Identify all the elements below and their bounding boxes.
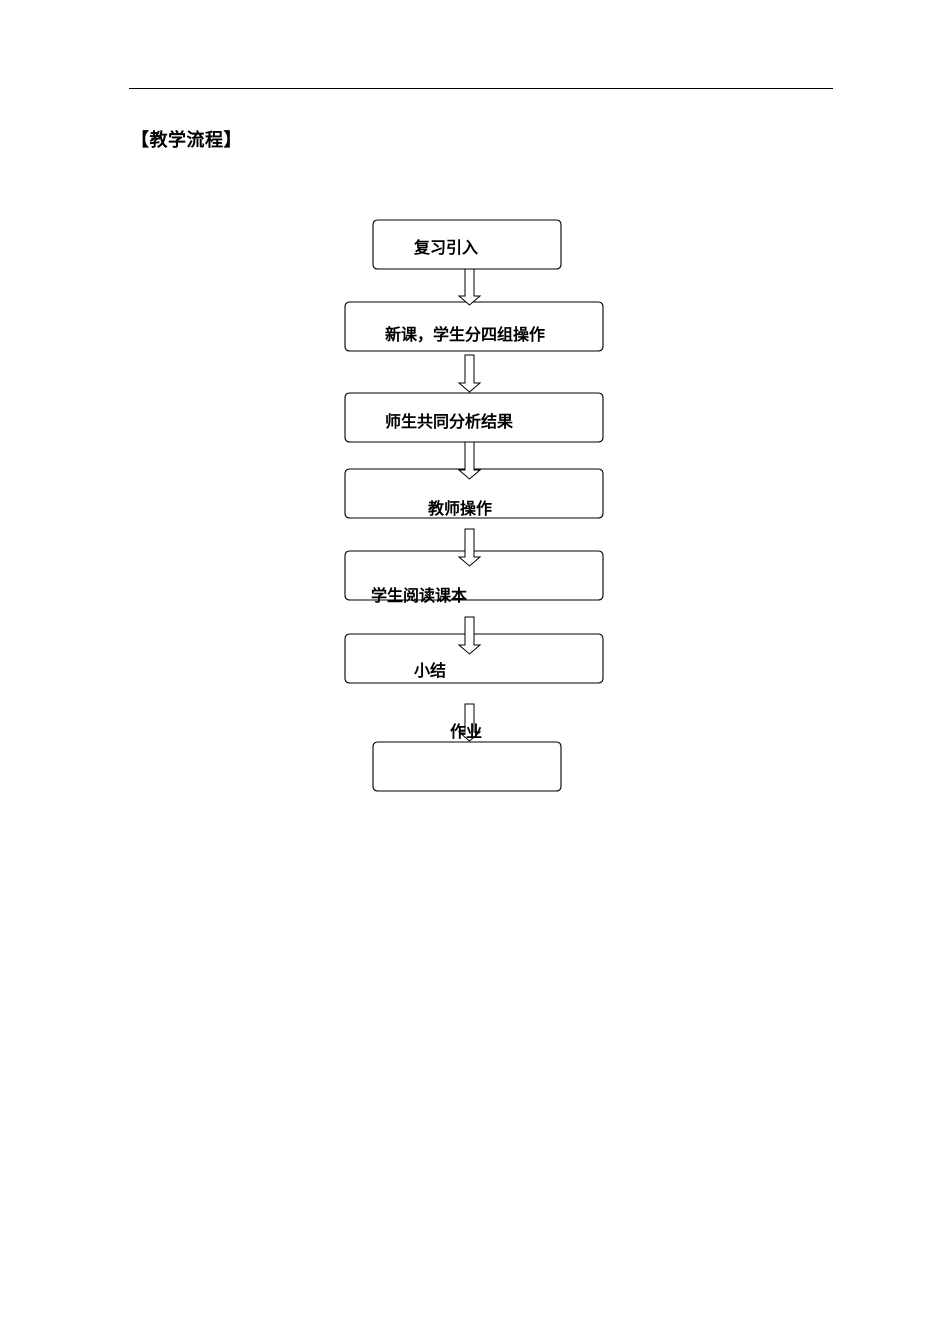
- step-box-summary: [344, 633, 604, 684]
- arrow-down-icon: [457, 268, 482, 306]
- arrow-down-icon: [457, 616, 482, 655]
- step-label-new-lesson: 新课，学生分四组操作: [385, 325, 546, 344]
- section-heading: 【教学流程】: [131, 130, 242, 151]
- arrow-down-icon: [457, 528, 482, 567]
- step-box-new-lesson: [344, 301, 604, 352]
- step-box-teacher: [344, 468, 604, 519]
- step-box-review: [372, 219, 562, 270]
- arrow-down-icon: [457, 441, 482, 480]
- step-box-reading: [344, 550, 604, 601]
- step-box-homework: [372, 741, 562, 792]
- step-label-teacher: 教师操作: [428, 499, 493, 518]
- step-label-reading: 学生阅读课本: [371, 586, 468, 605]
- step-label-homework: 作业: [450, 722, 483, 741]
- step-label-review: 复习引入: [414, 238, 479, 257]
- step-box-analysis: [344, 392, 604, 443]
- header-rule: [129, 88, 833, 89]
- arrow-down-icon: [457, 354, 482, 393]
- arrow-down-icon: [457, 703, 482, 742]
- step-label-summary: 小结: [414, 661, 447, 680]
- step-label-analysis: 师生共同分析结果: [385, 412, 514, 431]
